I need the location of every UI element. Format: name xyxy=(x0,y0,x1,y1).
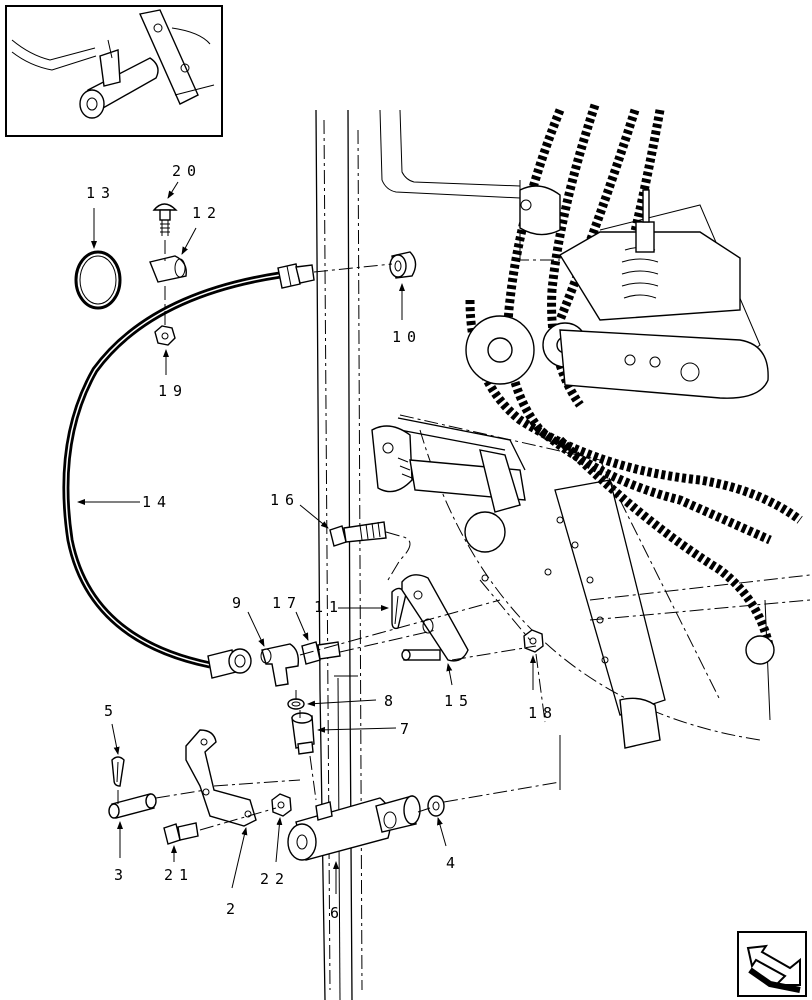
label-10: 10 xyxy=(392,328,422,346)
label-11: 11 xyxy=(314,598,344,616)
label-8: 8 xyxy=(384,692,399,710)
label-20: 20 xyxy=(172,162,202,180)
part-11-cotter-pin xyxy=(391,587,407,630)
label-12: 12 xyxy=(192,204,222,222)
part-8-washer xyxy=(287,698,305,710)
part-16-bolt xyxy=(329,521,387,547)
part-18-nut xyxy=(523,629,544,653)
part-10-bushing xyxy=(389,251,417,279)
part-2-bracket xyxy=(185,729,257,827)
part-17-bolt xyxy=(301,641,341,665)
label-14: 14 xyxy=(142,493,172,511)
part-9-elbow-fitting xyxy=(260,643,300,687)
part-20-carriage-bolt xyxy=(152,203,178,236)
label-3: 3 xyxy=(114,866,129,884)
label-9: 9 xyxy=(232,594,247,612)
part-5-cotter-pin xyxy=(111,756,125,787)
label-22: 22 xyxy=(260,870,290,888)
label-17: 17 xyxy=(272,594,302,612)
next-page-arrow-icon[interactable] xyxy=(737,931,807,997)
part-12-hose-clamp xyxy=(149,255,187,283)
part-22-nut xyxy=(271,793,292,817)
part-21-bolt xyxy=(163,822,199,845)
part-4-washer xyxy=(427,795,445,817)
callout-labels: 13 20 12 19 10 14 16 9 17 11 15 18 8 7 5… xyxy=(86,162,558,922)
label-19: 19 xyxy=(158,382,188,400)
label-2: 2 xyxy=(226,900,241,918)
part-6-hydraulic-cylinder xyxy=(287,795,421,861)
label-21: 21 xyxy=(164,866,194,884)
part-15-link-arm xyxy=(401,574,469,662)
leader-lines xyxy=(77,181,536,894)
part-3-pin xyxy=(108,793,157,819)
label-4: 4 xyxy=(446,854,461,872)
overview-inset-icon xyxy=(5,5,223,137)
label-5: 5 xyxy=(104,702,119,720)
label-7: 7 xyxy=(400,720,415,738)
hydraulic-hose xyxy=(62,263,315,679)
label-15: 15 xyxy=(444,692,474,710)
alignment-lines xyxy=(117,240,561,831)
linkage-assembly xyxy=(371,425,661,749)
label-18: 18 xyxy=(528,704,558,722)
part-19-nut xyxy=(154,325,176,346)
part-13-clamp xyxy=(74,250,122,310)
drive-chains xyxy=(465,103,803,665)
label-16: 16 xyxy=(270,491,300,509)
part-7-adapter xyxy=(291,712,315,755)
label-13: 13 xyxy=(86,184,116,202)
label-6: 6 xyxy=(330,904,345,922)
